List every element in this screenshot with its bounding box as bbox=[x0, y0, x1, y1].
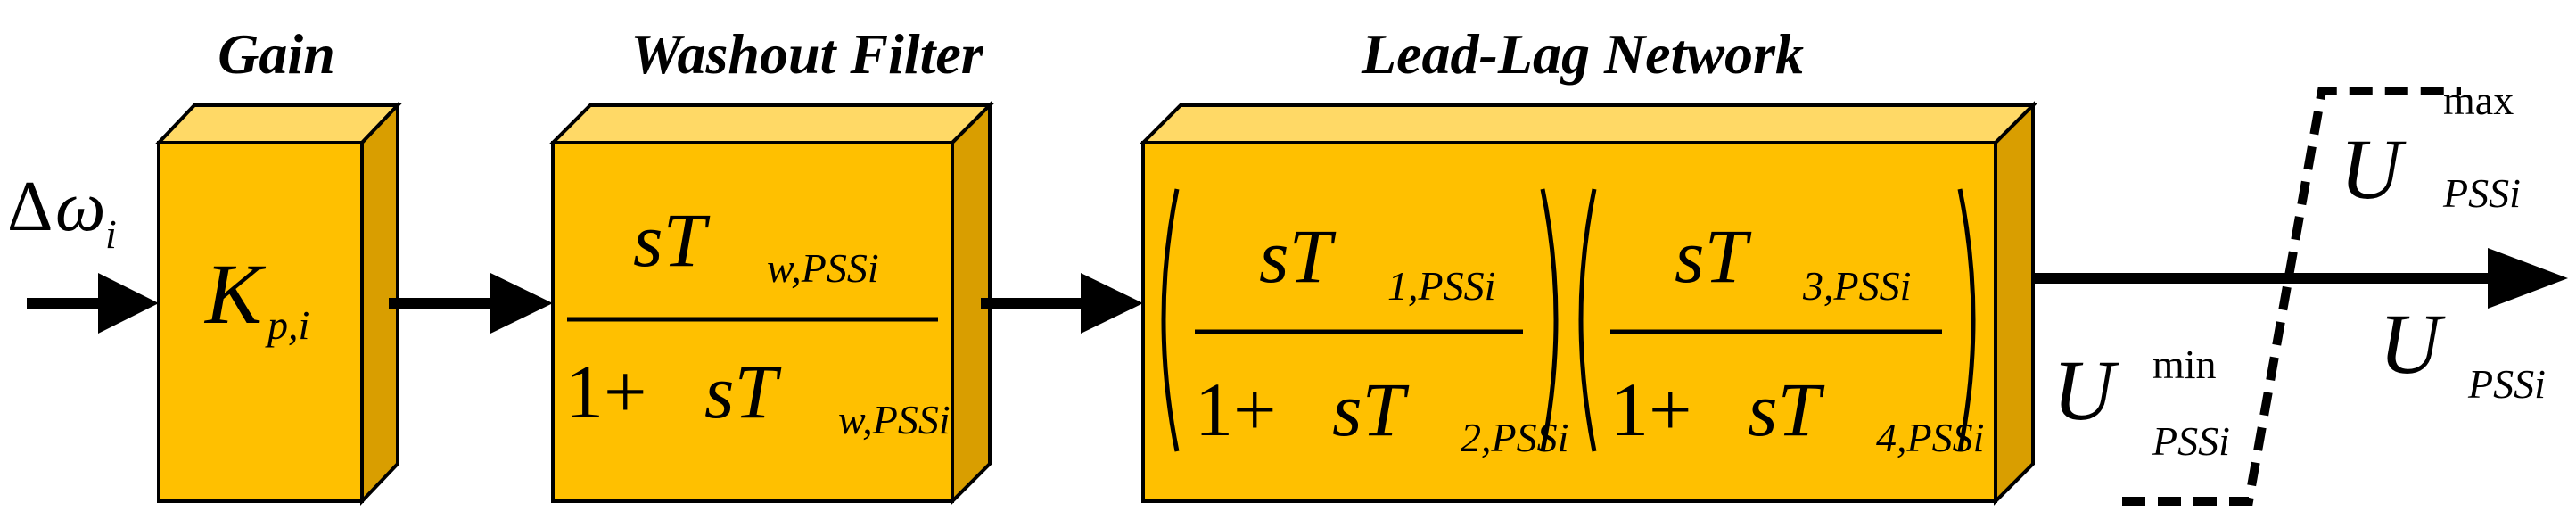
u-min-main: U bbox=[2053, 342, 2119, 438]
leadlag-block: sT 1,PSSi 1+ sT 2,PSSi sT 3,PSSi 1+ sT 4… bbox=[1139, 101, 2037, 506]
gain-block: K p,i bbox=[154, 101, 402, 506]
title-lead-lag-network: Lead-Lag Network bbox=[1361, 22, 1804, 86]
title-gain: Gain bbox=[218, 22, 335, 86]
washout-num-sub: w,PSSi bbox=[767, 245, 879, 291]
leadlag-f2-num-sub: 3,PSSi bbox=[1802, 263, 1911, 309]
arrow-washout-to-leadlag bbox=[981, 273, 1143, 334]
limiter-curve bbox=[2122, 87, 2461, 506]
omega-symbol: ω bbox=[55, 168, 105, 246]
washout-block: sT w,PSSi 1+ sT w,PSSi bbox=[548, 101, 994, 506]
gain-subscript: p,i bbox=[265, 302, 309, 348]
title-washout-filter: Washout Filter bbox=[630, 22, 983, 86]
leadlag-block-front bbox=[1141, 141, 1997, 503]
input-subscript: i bbox=[105, 211, 117, 257]
delta-symbol: Δ bbox=[7, 168, 53, 246]
washout-block-top bbox=[548, 103, 994, 144]
u-max-sup: max bbox=[2443, 78, 2514, 123]
leadlag-f1-den-sub: 2,PSSi bbox=[1461, 415, 1568, 460]
washout-num-s: sT bbox=[633, 197, 710, 283]
u-max-sub: PSSi bbox=[2442, 170, 2521, 216]
output-arrow bbox=[2033, 248, 2568, 309]
leadlag-f1-num-s: sT bbox=[1259, 213, 1336, 299]
gain-block-top bbox=[154, 103, 402, 144]
u-min-sub: PSSi bbox=[2152, 418, 2230, 464]
gain-k: K bbox=[203, 246, 267, 342]
leadlag-f2-den-sub: 4,PSSi bbox=[1876, 415, 1984, 460]
output-label: U PSSi bbox=[2379, 296, 2546, 407]
input-arrow bbox=[27, 273, 159, 334]
leadlag-rparen-1 bbox=[1540, 188, 1559, 452]
output-u: U bbox=[2379, 296, 2446, 392]
u-min-sup: min bbox=[2152, 342, 2217, 387]
u-max-main: U bbox=[2340, 121, 2407, 217]
leadlag-f1-den-one: 1+ bbox=[1195, 367, 1277, 452]
washout-den-sub: w,PSSi bbox=[838, 397, 951, 442]
input-label: Δ ω i bbox=[7, 168, 117, 257]
leadlag-f1-den-s: sT bbox=[1332, 367, 1409, 452]
leadlag-f2-den-s: sT bbox=[1748, 367, 1824, 452]
washout-block-front bbox=[551, 141, 954, 503]
washout-den-one: 1+ bbox=[565, 349, 647, 434]
u-min-label: U min PSSi bbox=[2053, 342, 2230, 464]
output-sub: PSSi bbox=[2467, 361, 2546, 407]
leadlag-lparen-2 bbox=[1578, 188, 1597, 452]
leadlag-block-side bbox=[1994, 101, 2035, 506]
u-max-label: U max PSSi bbox=[2340, 78, 2521, 217]
leadlag-rparen-2 bbox=[1957, 188, 1976, 452]
gain-block-front bbox=[157, 141, 364, 503]
washout-den-s: sT bbox=[704, 349, 781, 434]
leadlag-lparen-1 bbox=[1161, 188, 1180, 452]
leadlag-block-top bbox=[1139, 103, 2037, 144]
leadlag-f2-den-one: 1+ bbox=[1610, 367, 1692, 452]
leadlag-f2-num-s: sT bbox=[1675, 213, 1751, 299]
arrow-gain-to-washout bbox=[389, 273, 553, 334]
leadlag-f1-num-sub: 1,PSSi bbox=[1387, 263, 1495, 309]
